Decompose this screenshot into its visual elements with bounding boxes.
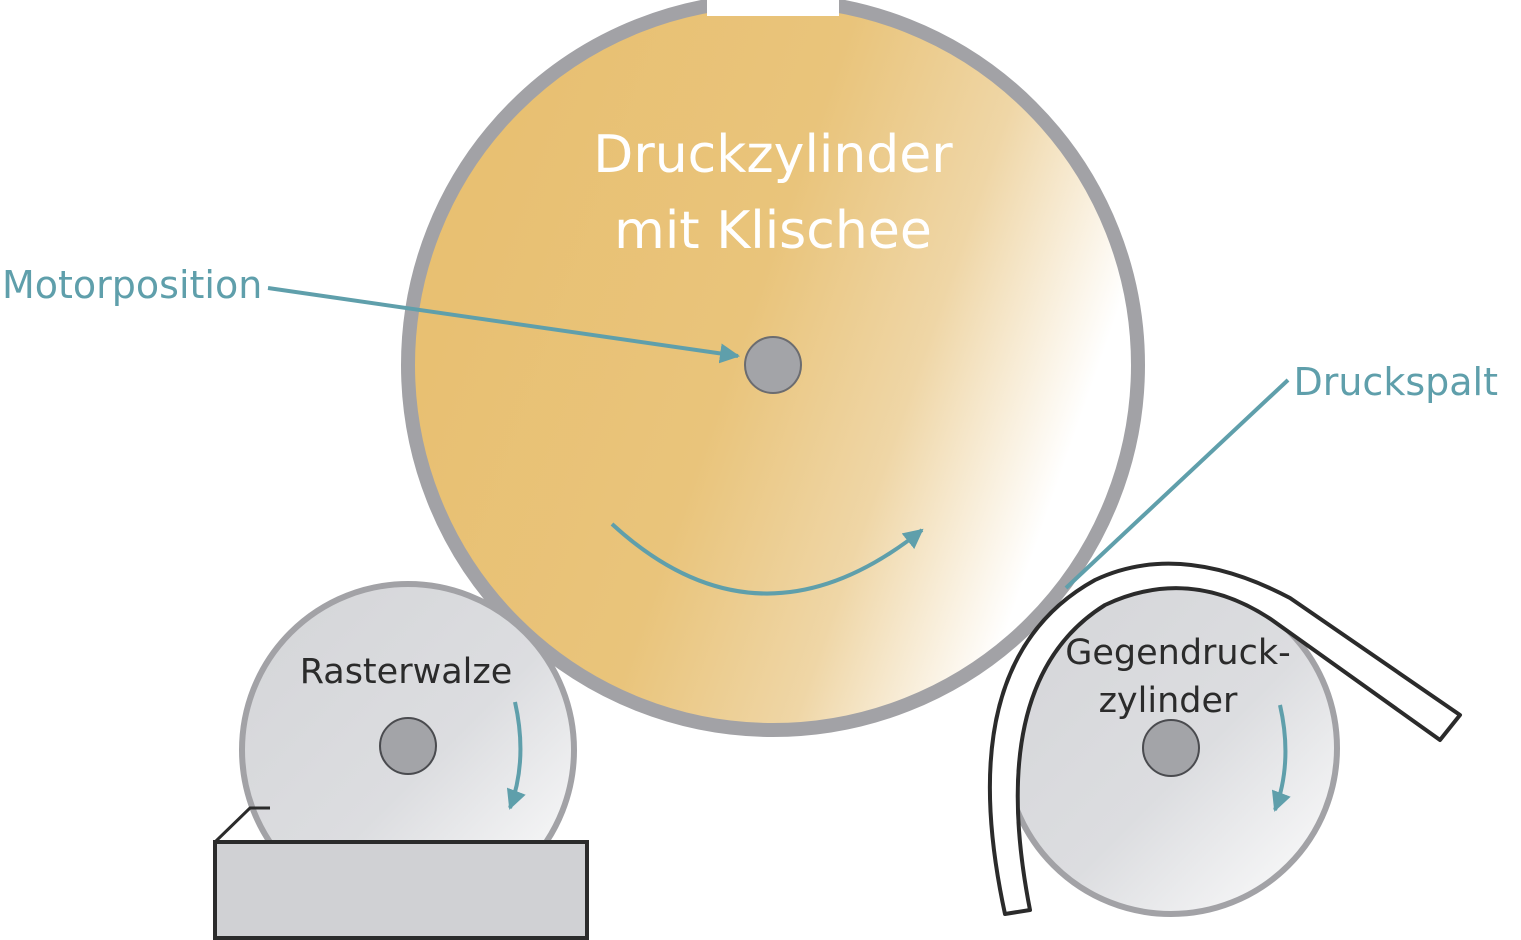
rasterwalze-rotation-arrow bbox=[506, 701, 526, 810]
druckzylinder-hub bbox=[744, 336, 802, 394]
rasterwalze-hub bbox=[379, 717, 437, 775]
ink-tray-body bbox=[213, 840, 589, 940]
gegendruckzylinder-label-line2: zylinder bbox=[1099, 681, 1238, 721]
motorposition-label: Motorposition bbox=[2, 263, 262, 307]
rasterwalze-label: Rasterwalze bbox=[300, 652, 513, 692]
druckzylinder bbox=[401, 0, 1145, 737]
druckzylinder-label-line2: mit Klischee bbox=[614, 201, 932, 261]
gegendruckzylinder-rotation-arrow bbox=[1271, 704, 1291, 812]
druckspalt-label: Druckspalt bbox=[1293, 360, 1498, 404]
gegendruckzylinder-hub bbox=[1142, 719, 1200, 777]
druckzylinder-rotation-arrow bbox=[610, 522, 924, 596]
gegendruckzylinder-label-line1: Gegendruck- bbox=[1065, 633, 1291, 673]
druckspalt-pointer bbox=[1064, 378, 1290, 590]
ink-tray-edge bbox=[213, 806, 270, 844]
druckzylinder-label-line1: Druckzylinder bbox=[593, 125, 953, 185]
ink-tray bbox=[213, 806, 589, 940]
druckzylinder-notch bbox=[707, 0, 839, 16]
motorposition-pointer bbox=[267, 286, 740, 364]
substrate-web bbox=[987, 561, 1462, 916]
gegendruckzylinder bbox=[1002, 579, 1340, 917]
